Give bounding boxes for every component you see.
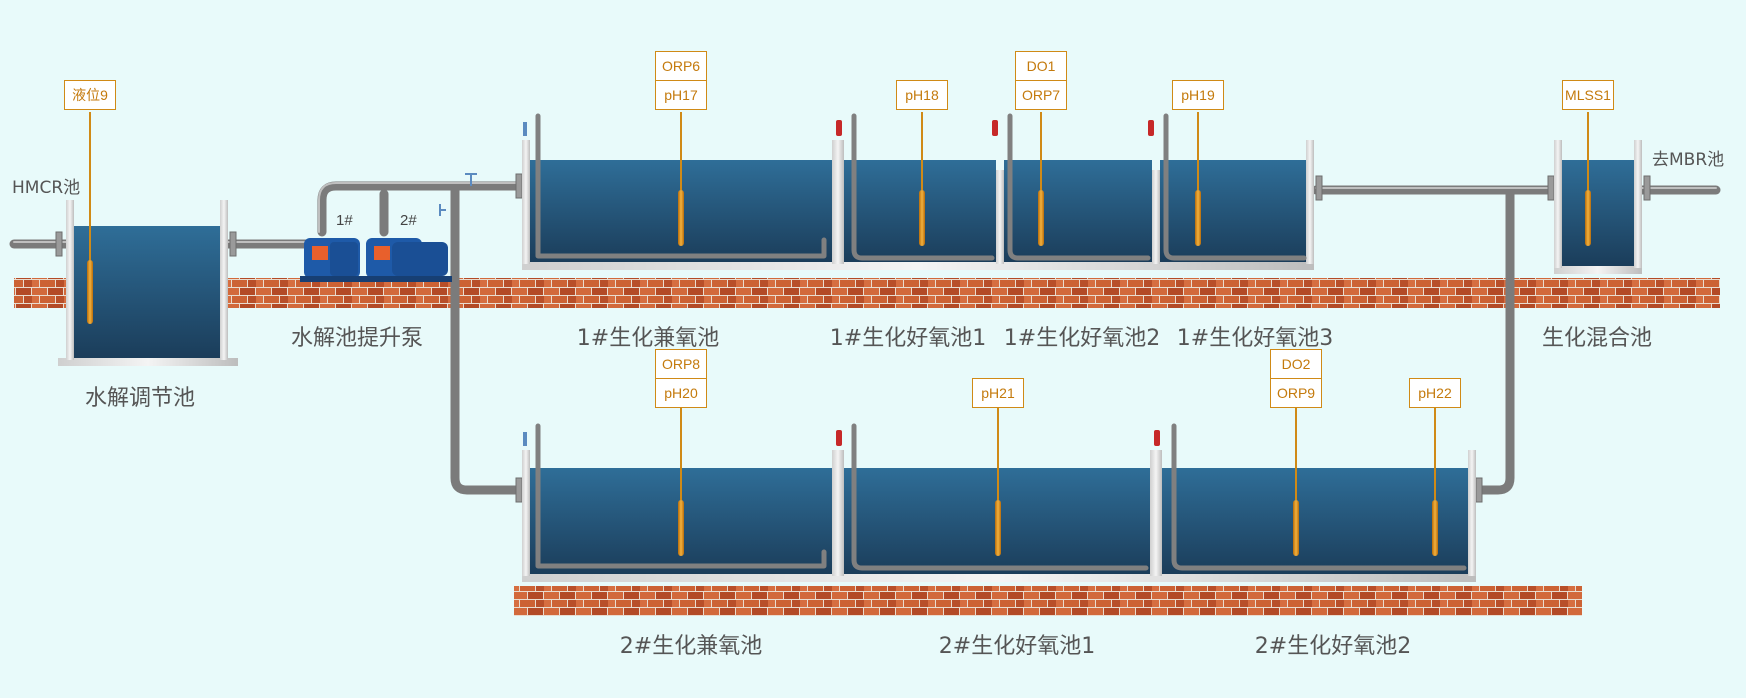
pipes (9, 181, 1721, 495)
sensor-probes (87, 112, 1591, 556)
sensor-do2: DO2 (1281, 356, 1311, 372)
line1-aerobic2-label: 1#生化好氧池2 (1003, 326, 1161, 351)
sensor-line2-aerobic1[interactable]: pH21 (972, 378, 1024, 408)
lift-pumps (300, 238, 452, 282)
outlet-label: 去MBR池 (1652, 150, 1725, 170)
sensor-ph21: pH21 (981, 385, 1015, 401)
sensor-line1-anoxic[interactable]: ORP6 pH17 (655, 51, 707, 110)
sensor-line2-aerobic2[interactable]: DO2 ORP9 (1270, 349, 1322, 408)
sensor-mlss1: MLSS1 (1565, 87, 1611, 103)
mixing-tank (1554, 140, 1642, 274)
sensor-ph22: pH22 (1418, 385, 1452, 401)
flanges (55, 173, 1651, 503)
brick-floor-upper (14, 278, 1720, 308)
hydrolysis-tank (58, 200, 238, 366)
sensor-orp6: ORP6 (661, 58, 701, 74)
sensor-level9-value: 液位9 (72, 87, 108, 103)
sensor-line2-aerobic2b[interactable]: pH22 (1409, 378, 1461, 408)
header-valves (439, 173, 477, 216)
line2-aerobic2-label: 2#生化好氧池2 (1254, 634, 1412, 659)
brick-floor-lower (514, 586, 1582, 616)
sensor-line1-aerobic2[interactable]: DO1 ORP7 (1015, 51, 1067, 110)
sensor-line1-aerobic3[interactable]: pH19 (1172, 80, 1224, 110)
line2-anoxic-label: 2#生化兼氧池 (619, 634, 763, 659)
mixing-tank-label: 生化混合池 (1541, 326, 1653, 351)
hydrolysis-tank-label: 水解调节池 (84, 386, 196, 411)
lift-pump-label: 水解池提升泵 (290, 326, 424, 351)
line1-aerobic1-label: 1#生化好氧池1 (829, 326, 987, 351)
sensor-ph17: pH17 (656, 80, 706, 109)
pump1-label: 1# (336, 212, 353, 229)
internal-pipes (535, 113, 1467, 571)
inlet-label: HMCR池 (12, 178, 81, 198)
sensor-orp9: ORP9 (1271, 378, 1321, 407)
sensor-ph19: pH19 (1181, 87, 1215, 103)
pump2-label: 2# (400, 212, 417, 229)
sensor-orp7: ORP7 (1016, 80, 1066, 109)
sensor-level9[interactable]: 液位9 (64, 80, 116, 110)
line1-aerobic3-label: 1#生化好氧池3 (1176, 326, 1334, 351)
sensor-ph20: pH20 (656, 378, 706, 407)
line2-aerobic1-label: 2#生化好氧池1 (938, 634, 1096, 659)
sensor-line2-anoxic[interactable]: ORP8 pH20 (655, 349, 707, 408)
tank-valves (523, 120, 1160, 446)
sensor-orp8: ORP8 (661, 356, 701, 372)
line1-anoxic-label: 1#生化兼氧池 (576, 326, 720, 351)
sensor-ph18: pH18 (905, 87, 939, 103)
sensor-mixing[interactable]: MLSS1 (1562, 80, 1614, 110)
sensor-do1: DO1 (1026, 58, 1056, 74)
sensor-line1-aerobic1[interactable]: pH18 (896, 80, 948, 110)
